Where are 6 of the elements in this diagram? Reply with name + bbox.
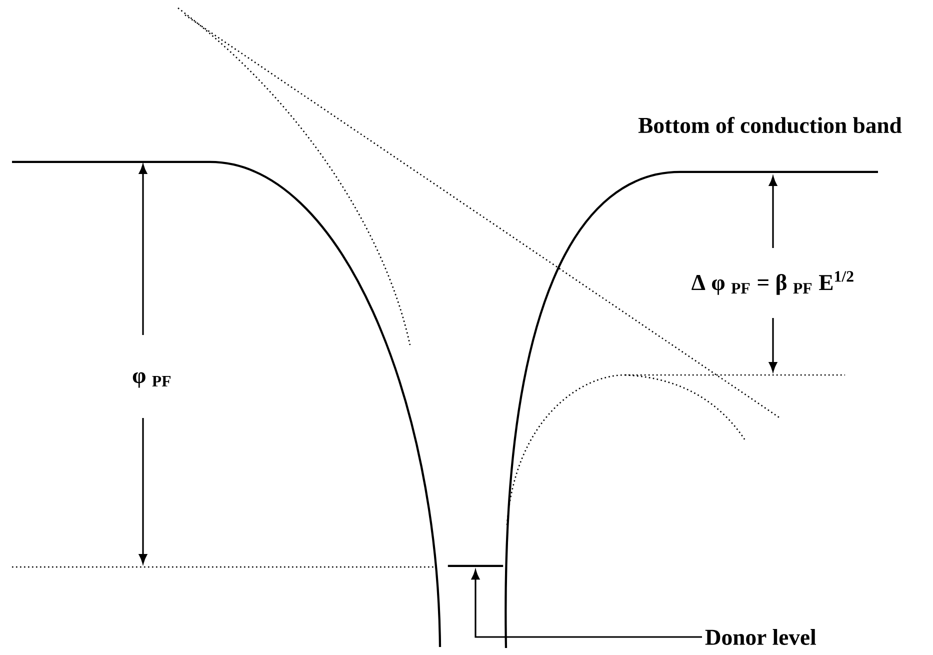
formula-label: φ $_{PF}$: [129, 370, 175, 390]
donor-level-label: Donor level: [705, 629, 816, 645]
axis-label: Bottom of conduction band: [635, 114, 905, 136]
donor-level-bar: [448, 564, 504, 568]
formula-label: Δ φ $_{PF}$ = β $_{PF}$ E$^{1/2}$: [688, 268, 858, 298]
leader-line: [471, 570, 702, 638]
